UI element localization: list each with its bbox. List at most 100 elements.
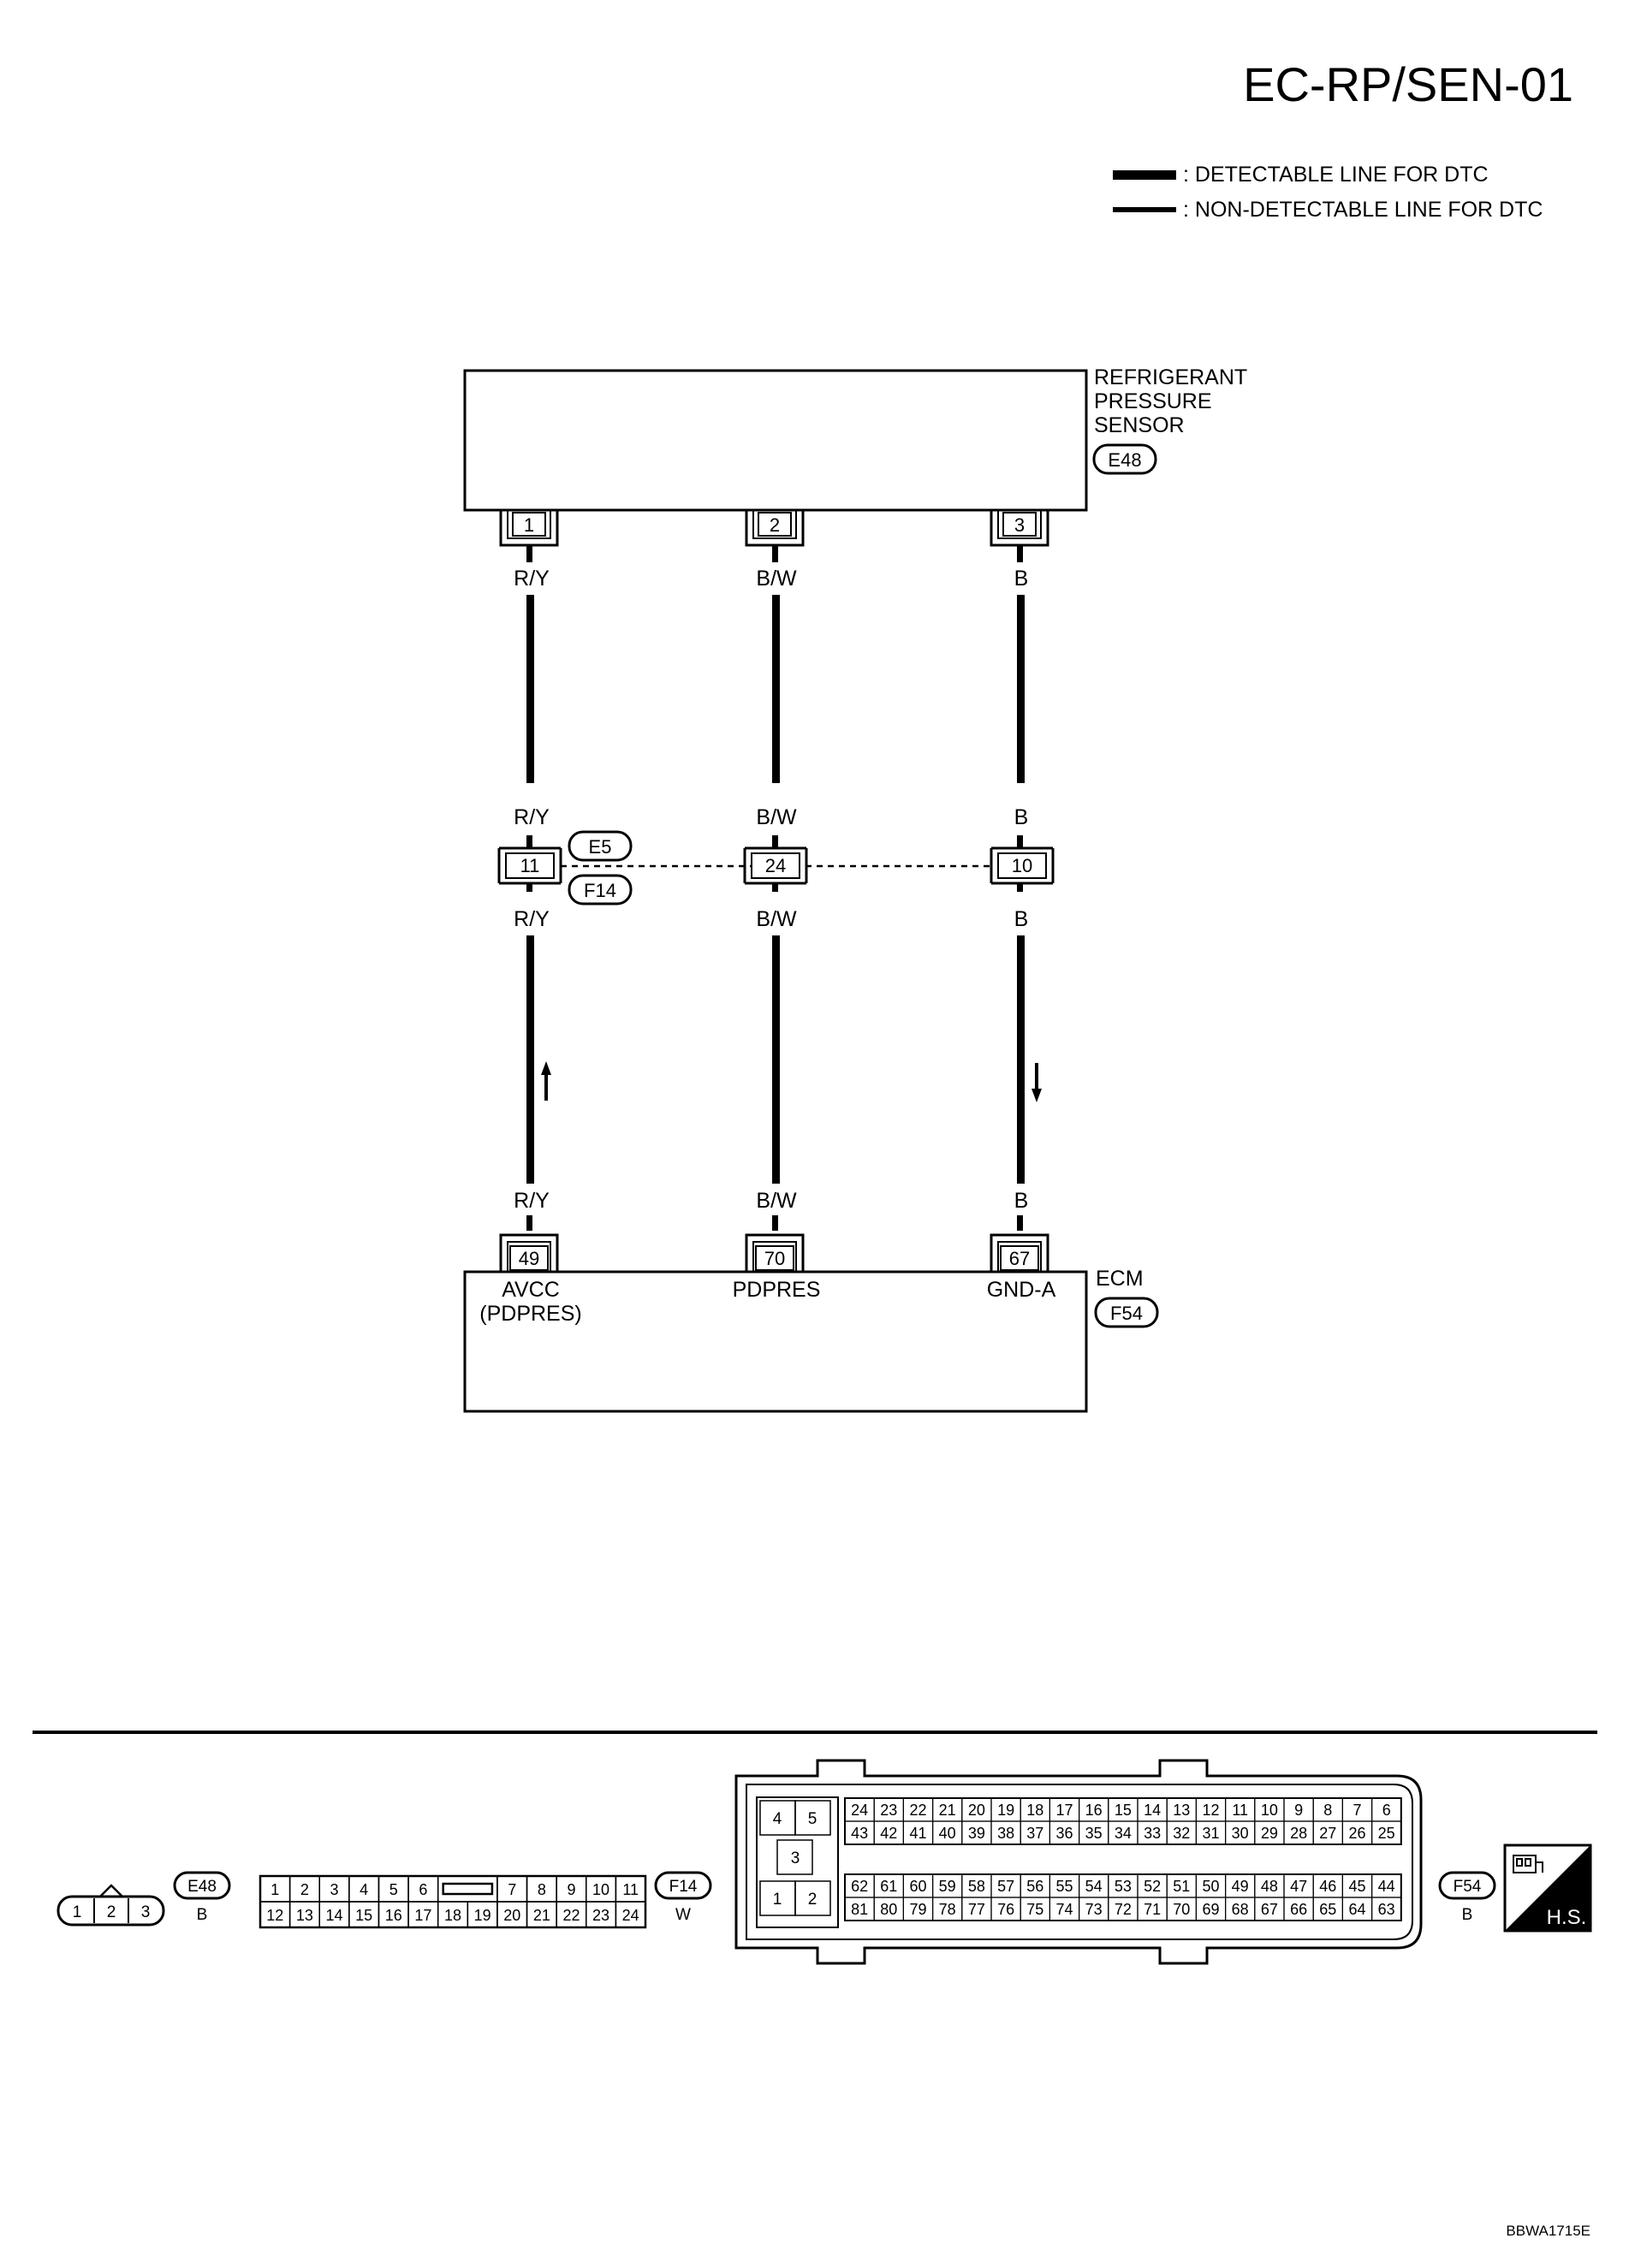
wire-color-label: B — [1014, 567, 1029, 591]
f54-pin: 76 — [997, 1901, 1014, 1918]
sensor-pin-1: 1 — [499, 510, 559, 547]
f54-pin: 13 — [1173, 1802, 1190, 1819]
f54-pin: 58 — [968, 1878, 985, 1895]
f54-pin: 26 — [1348, 1825, 1365, 1842]
legend: : DETECTABLE LINE FOR DTC : NON-DETECTAB… — [1113, 163, 1543, 222]
f54-pin: 38 — [997, 1825, 1014, 1842]
sensor-pin-number: 1 — [524, 514, 534, 536]
f14-pin: 3 — [330, 1881, 339, 1898]
f54-pin: 45 — [1348, 1878, 1365, 1895]
f54-pin: 3 — [791, 1849, 800, 1867]
refrigerant-pressure-sensor: REFRIGERANT PRESSURE SENSOR E48 — [463, 365, 1247, 512]
f54-pin: 19 — [997, 1802, 1014, 1819]
wire-color-label: B/W — [756, 567, 797, 591]
e48-pin: 2 — [107, 1903, 116, 1921]
f54-pin: 73 — [1085, 1901, 1103, 1918]
f54-pin: 80 — [880, 1901, 897, 1918]
f14-pin: 13 — [296, 1907, 313, 1924]
e48-connector-color: B — [197, 1906, 208, 1924]
f54-pin: 72 — [1115, 1901, 1132, 1918]
f54-pin: 59 — [939, 1878, 956, 1895]
ecm-terminal-label: AVCC — [502, 1278, 560, 1302]
sensor-connector-badge — [1092, 443, 1157, 475]
sensor-name-line-3: SENSOR — [1094, 413, 1185, 437]
f14-pin: 6 — [419, 1881, 427, 1898]
f14-pin: 9 — [567, 1881, 575, 1898]
ecm-pin-number: 67 — [1009, 1248, 1030, 1269]
figure-code: BBWA1715E — [1506, 2223, 1590, 2239]
f14-pin: 18 — [444, 1907, 461, 1924]
section-divider — [33, 1731, 1597, 1734]
wire-color-label: B/W — [756, 907, 797, 931]
f54-pin: 9 — [1294, 1802, 1303, 1819]
f14-connector-color: W — [675, 1906, 691, 1924]
f54-pin: 61 — [880, 1878, 897, 1895]
f14-pin: 14 — [326, 1907, 343, 1924]
legend-non-detectable: : NON-DETECTABLE LINE FOR DTC — [1183, 198, 1543, 222]
f54-pin: 70 — [1173, 1901, 1190, 1918]
ecm-terminal-label: (PDPRES) — [479, 1302, 581, 1326]
wire-b-w-upper — [772, 595, 780, 783]
f54-pin: 64 — [1348, 1901, 1365, 1918]
f14-latch — [442, 1882, 494, 1896]
f54-pin: 21 — [939, 1802, 956, 1819]
f54-pin: 67 — [1261, 1901, 1278, 1918]
f54-pin: 2 — [808, 1891, 817, 1909]
f54-pin: 44 — [1378, 1878, 1395, 1895]
e48-pin: 3 — [141, 1903, 151, 1921]
ecm-terminal-label: GND-A — [987, 1278, 1056, 1302]
f54-pin: 8 — [1323, 1802, 1332, 1819]
wire-color-label: B — [1014, 907, 1029, 931]
f14-pin: 23 — [592, 1907, 609, 1924]
ecm-name: ECM — [1096, 1267, 1144, 1291]
f54-pin: 14 — [1144, 1802, 1161, 1819]
f54-pin: 33 — [1144, 1825, 1161, 1842]
f54-pin: 25 — [1378, 1825, 1395, 1842]
f54-pin: 56 — [1026, 1878, 1043, 1895]
f54-pin: 69 — [1202, 1901, 1219, 1918]
wire-r-y-upper — [526, 595, 534, 783]
f54-pin: 42 — [880, 1825, 897, 1842]
f54-pin: 1 — [773, 1891, 782, 1909]
e48-connector-id: E48 — [187, 1878, 217, 1896]
ecm-connector-id: F54 — [1110, 1303, 1143, 1324]
junction-connector: 11 24 10 E5 F14 — [497, 830, 1055, 905]
f14-pin: 7 — [508, 1881, 516, 1898]
f54-pin: 40 — [939, 1825, 956, 1842]
harness-side-icon: H.S. — [1503, 1843, 1592, 1933]
f14-pin: 20 — [503, 1907, 520, 1924]
f14-pin: 8 — [538, 1881, 546, 1898]
sensor-pin-3: 3 — [990, 510, 1049, 547]
f54-pin: 41 — [909, 1825, 926, 1842]
wire-color-label: R/Y — [514, 907, 550, 931]
harness-side-label: H.S. — [1547, 1906, 1587, 1929]
f14-pin: 5 — [389, 1881, 398, 1898]
f54-pin: 47 — [1290, 1878, 1307, 1895]
f14-pin: 1 — [271, 1881, 279, 1898]
ecm: AVCC (PDPRES) PDPRES GND-A ECM F54 — [463, 1267, 1159, 1413]
f54-pin: 43 — [851, 1825, 868, 1842]
f14-connector-id: F14 — [669, 1878, 698, 1896]
sensor-pin-number: 2 — [770, 514, 780, 536]
f54-pin: 78 — [939, 1901, 956, 1918]
ecm-pin-number: 70 — [764, 1248, 785, 1269]
f54-pin: 74 — [1055, 1901, 1073, 1918]
f54-pin: 20 — [968, 1802, 985, 1819]
sensor-box — [463, 369, 1088, 512]
junction-connector-bottom-id: F14 — [584, 880, 616, 901]
f54-pin: 31 — [1202, 1825, 1219, 1842]
sensor-pin-number: 3 — [1014, 514, 1025, 536]
arrow-down-icon — [1032, 1063, 1042, 1102]
f54-pin: 4 — [773, 1810, 782, 1828]
f54-pin: 52 — [1144, 1878, 1161, 1895]
f54-pin: 6 — [1382, 1802, 1391, 1819]
junction-pin-number: 24 — [765, 855, 786, 876]
f54-pin: 68 — [1232, 1901, 1249, 1918]
f54-pin: 10 — [1261, 1802, 1278, 1819]
f54-pin: 60 — [909, 1878, 926, 1895]
junction-connector-top-id: E5 — [589, 836, 612, 858]
f54-pin: 11 — [1232, 1802, 1248, 1819]
f54-pin: 81 — [851, 1901, 868, 1918]
